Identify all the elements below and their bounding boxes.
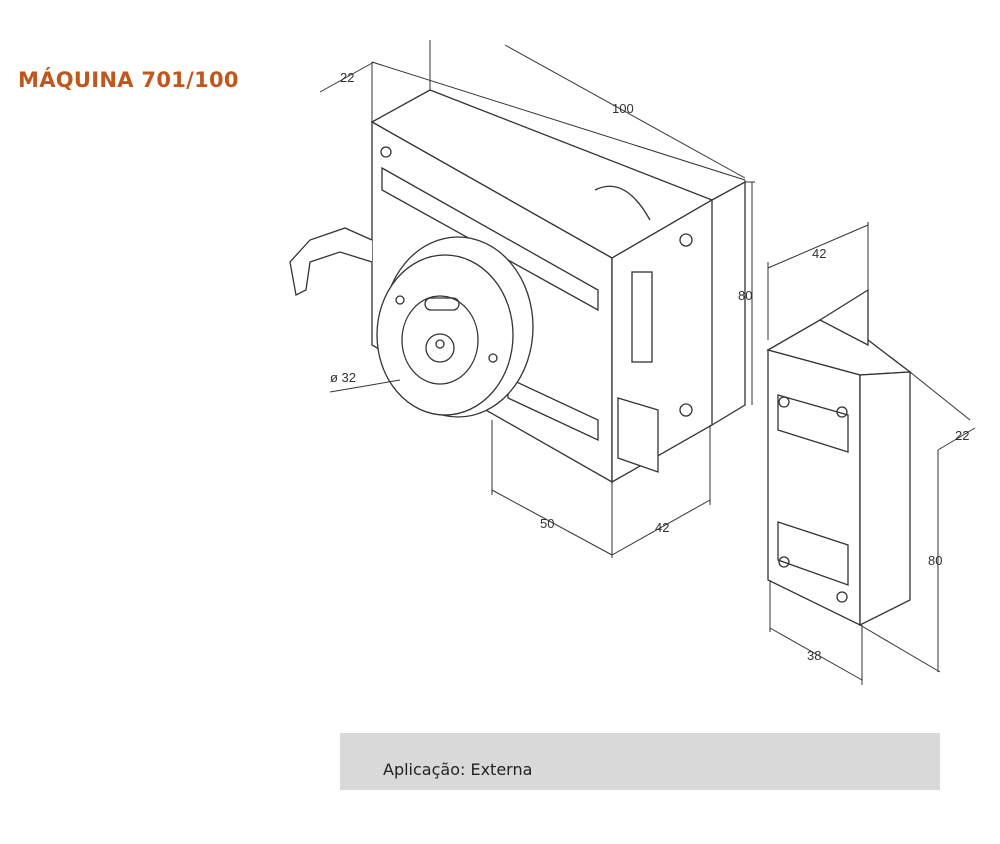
strike-side-face — [859, 371, 911, 627]
dim-diameter: ø 32 — [330, 370, 356, 385]
cylinder-rosette — [376, 236, 534, 418]
dim-depth-top: 22 — [340, 70, 354, 85]
lever-handle — [289, 227, 373, 296]
strike-dimension-lines — [767, 222, 976, 685]
strike-dim-height: 80 — [928, 553, 942, 568]
strike-dim-depth-side: 22 — [955, 428, 969, 443]
application-label: Aplicação: Externa — [383, 760, 533, 779]
strike-dim-depth-top: 42 — [812, 246, 826, 261]
dim-width: 100 — [612, 101, 634, 116]
strike-dim-width: 38 — [807, 648, 821, 663]
dim-cylinder-offset: 50 — [540, 516, 554, 531]
dim-height: 80 — [738, 288, 752, 303]
application-bar: Aplicação: Externa — [340, 733, 940, 790]
product-title: MÁQUINA 701/100 — [18, 68, 239, 92]
lock-slot-top — [381, 166, 599, 312]
strike-box — [766, 288, 912, 627]
lock-dimension-lines — [319, 40, 755, 558]
dim-side-depth: 42 — [655, 520, 669, 535]
latch-bolt — [617, 397, 659, 473]
